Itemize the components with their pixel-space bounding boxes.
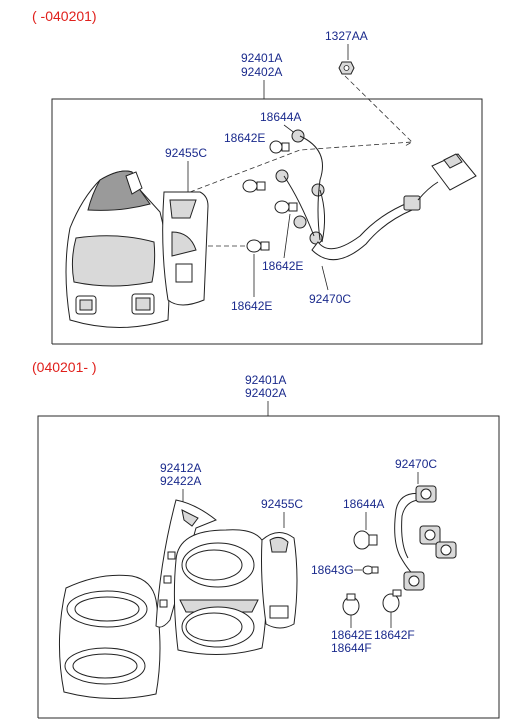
bulb-a (342, 593, 360, 616)
bulb-b (382, 589, 402, 613)
period-label: (040201- ) (32, 359, 97, 375)
tail-lamp-inner (173, 529, 268, 655)
part-label-bulb-3: 18642E (231, 299, 272, 313)
part-label-bulb-a-1: 18642E (331, 628, 372, 642)
part-label-housing-2: 92422A (160, 474, 201, 488)
wiring-harness-late (394, 485, 457, 591)
part-label-bulb-2: 18642E (262, 259, 303, 273)
bulb-small (362, 565, 379, 575)
section-late: (040201- ) 92401A 92402A 92412A 92422A (32, 359, 500, 719)
wiring-harness-early (275, 129, 477, 261)
housing-bracket (155, 499, 217, 628)
part-label-bulb-small: 18643G (311, 563, 354, 577)
assembly-label-1: 92401A (241, 51, 282, 65)
part-label-gasket: 92455C (261, 497, 303, 511)
part-label-bulb-b: 18642F (374, 628, 415, 642)
gasket-part (162, 191, 209, 306)
assembly-frame (37, 415, 268, 718)
gasket-part (261, 532, 298, 629)
nut-part (338, 61, 355, 75)
bulb-2 (242, 179, 266, 193)
assembly-label-2: 92402A (245, 386, 286, 400)
assembly-label-2: 92402A (241, 65, 282, 79)
section-early: ( -040201) 92401A 92402A 1327AA 92455C (32, 8, 483, 345)
bulb-4 (246, 239, 270, 253)
part-label-socket: 18644A (343, 497, 384, 511)
part-label-gasket: 92455C (165, 146, 207, 160)
part-label-wiring: 92470C (309, 292, 351, 306)
connector-plug (431, 153, 477, 191)
assembly-frame (51, 98, 240, 344)
bulb-3 (274, 200, 298, 214)
period-label: ( -040201) (32, 8, 97, 24)
assembly-label-1: 92401A (245, 373, 286, 387)
part-label-bulb-a-2: 18644F (331, 641, 372, 655)
part-label-bulb-1: 18642E (224, 131, 265, 145)
part-label-nut: 1327AA (325, 29, 368, 43)
bulb-1 (269, 140, 290, 154)
tail-lamp-early (65, 170, 170, 328)
bulb-large (353, 530, 378, 550)
tail-lamp-outer (58, 574, 161, 699)
part-label-housing-1: 92412A (160, 461, 201, 475)
part-label-wiring: 92470C (395, 457, 437, 471)
part-label-socket: 18644A (260, 110, 301, 124)
